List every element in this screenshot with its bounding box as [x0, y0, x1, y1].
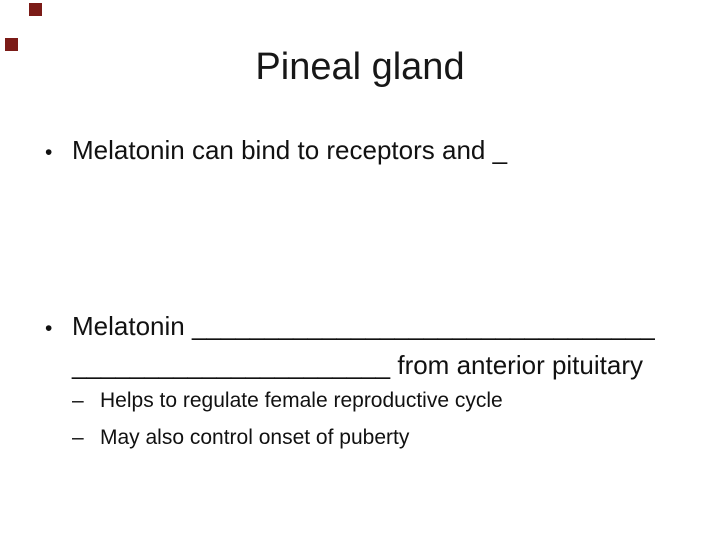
bullet-item-2: • Melatonin _____________________________…: [45, 308, 655, 384]
bullet-marker: •: [45, 317, 53, 340]
slide-title: Pineal gland: [255, 46, 465, 88]
sub-bullet-1-text: Helps to regulate female reproductive cy…: [100, 389, 503, 412]
bullet-item-1: • Melatonin can bind to receptors and _: [45, 132, 507, 171]
sub-bullet-item: –Helps to regulate female reproductive c…: [72, 382, 503, 419]
bullet-2-line-2: ______________________ from anterior pit…: [72, 350, 643, 380]
sub-bullet-2-text: May also control onset of puberty: [100, 426, 410, 449]
sub-bullet-item: –May also control onset of puberty: [72, 419, 503, 456]
dash-marker: –: [72, 389, 84, 412]
bullet-2-line-1: Melatonin ______________________________…: [72, 311, 655, 341]
bullet-marker: •: [45, 141, 53, 164]
dash-marker: –: [72, 426, 84, 449]
bullet-1-text: Melatonin can bind to receptors and _: [72, 135, 508, 165]
sub-bullet-list: –Helps to regulate female reproductive c…: [72, 382, 503, 456]
decor-square-left: [5, 38, 18, 51]
decor-square-top: [29, 3, 42, 16]
